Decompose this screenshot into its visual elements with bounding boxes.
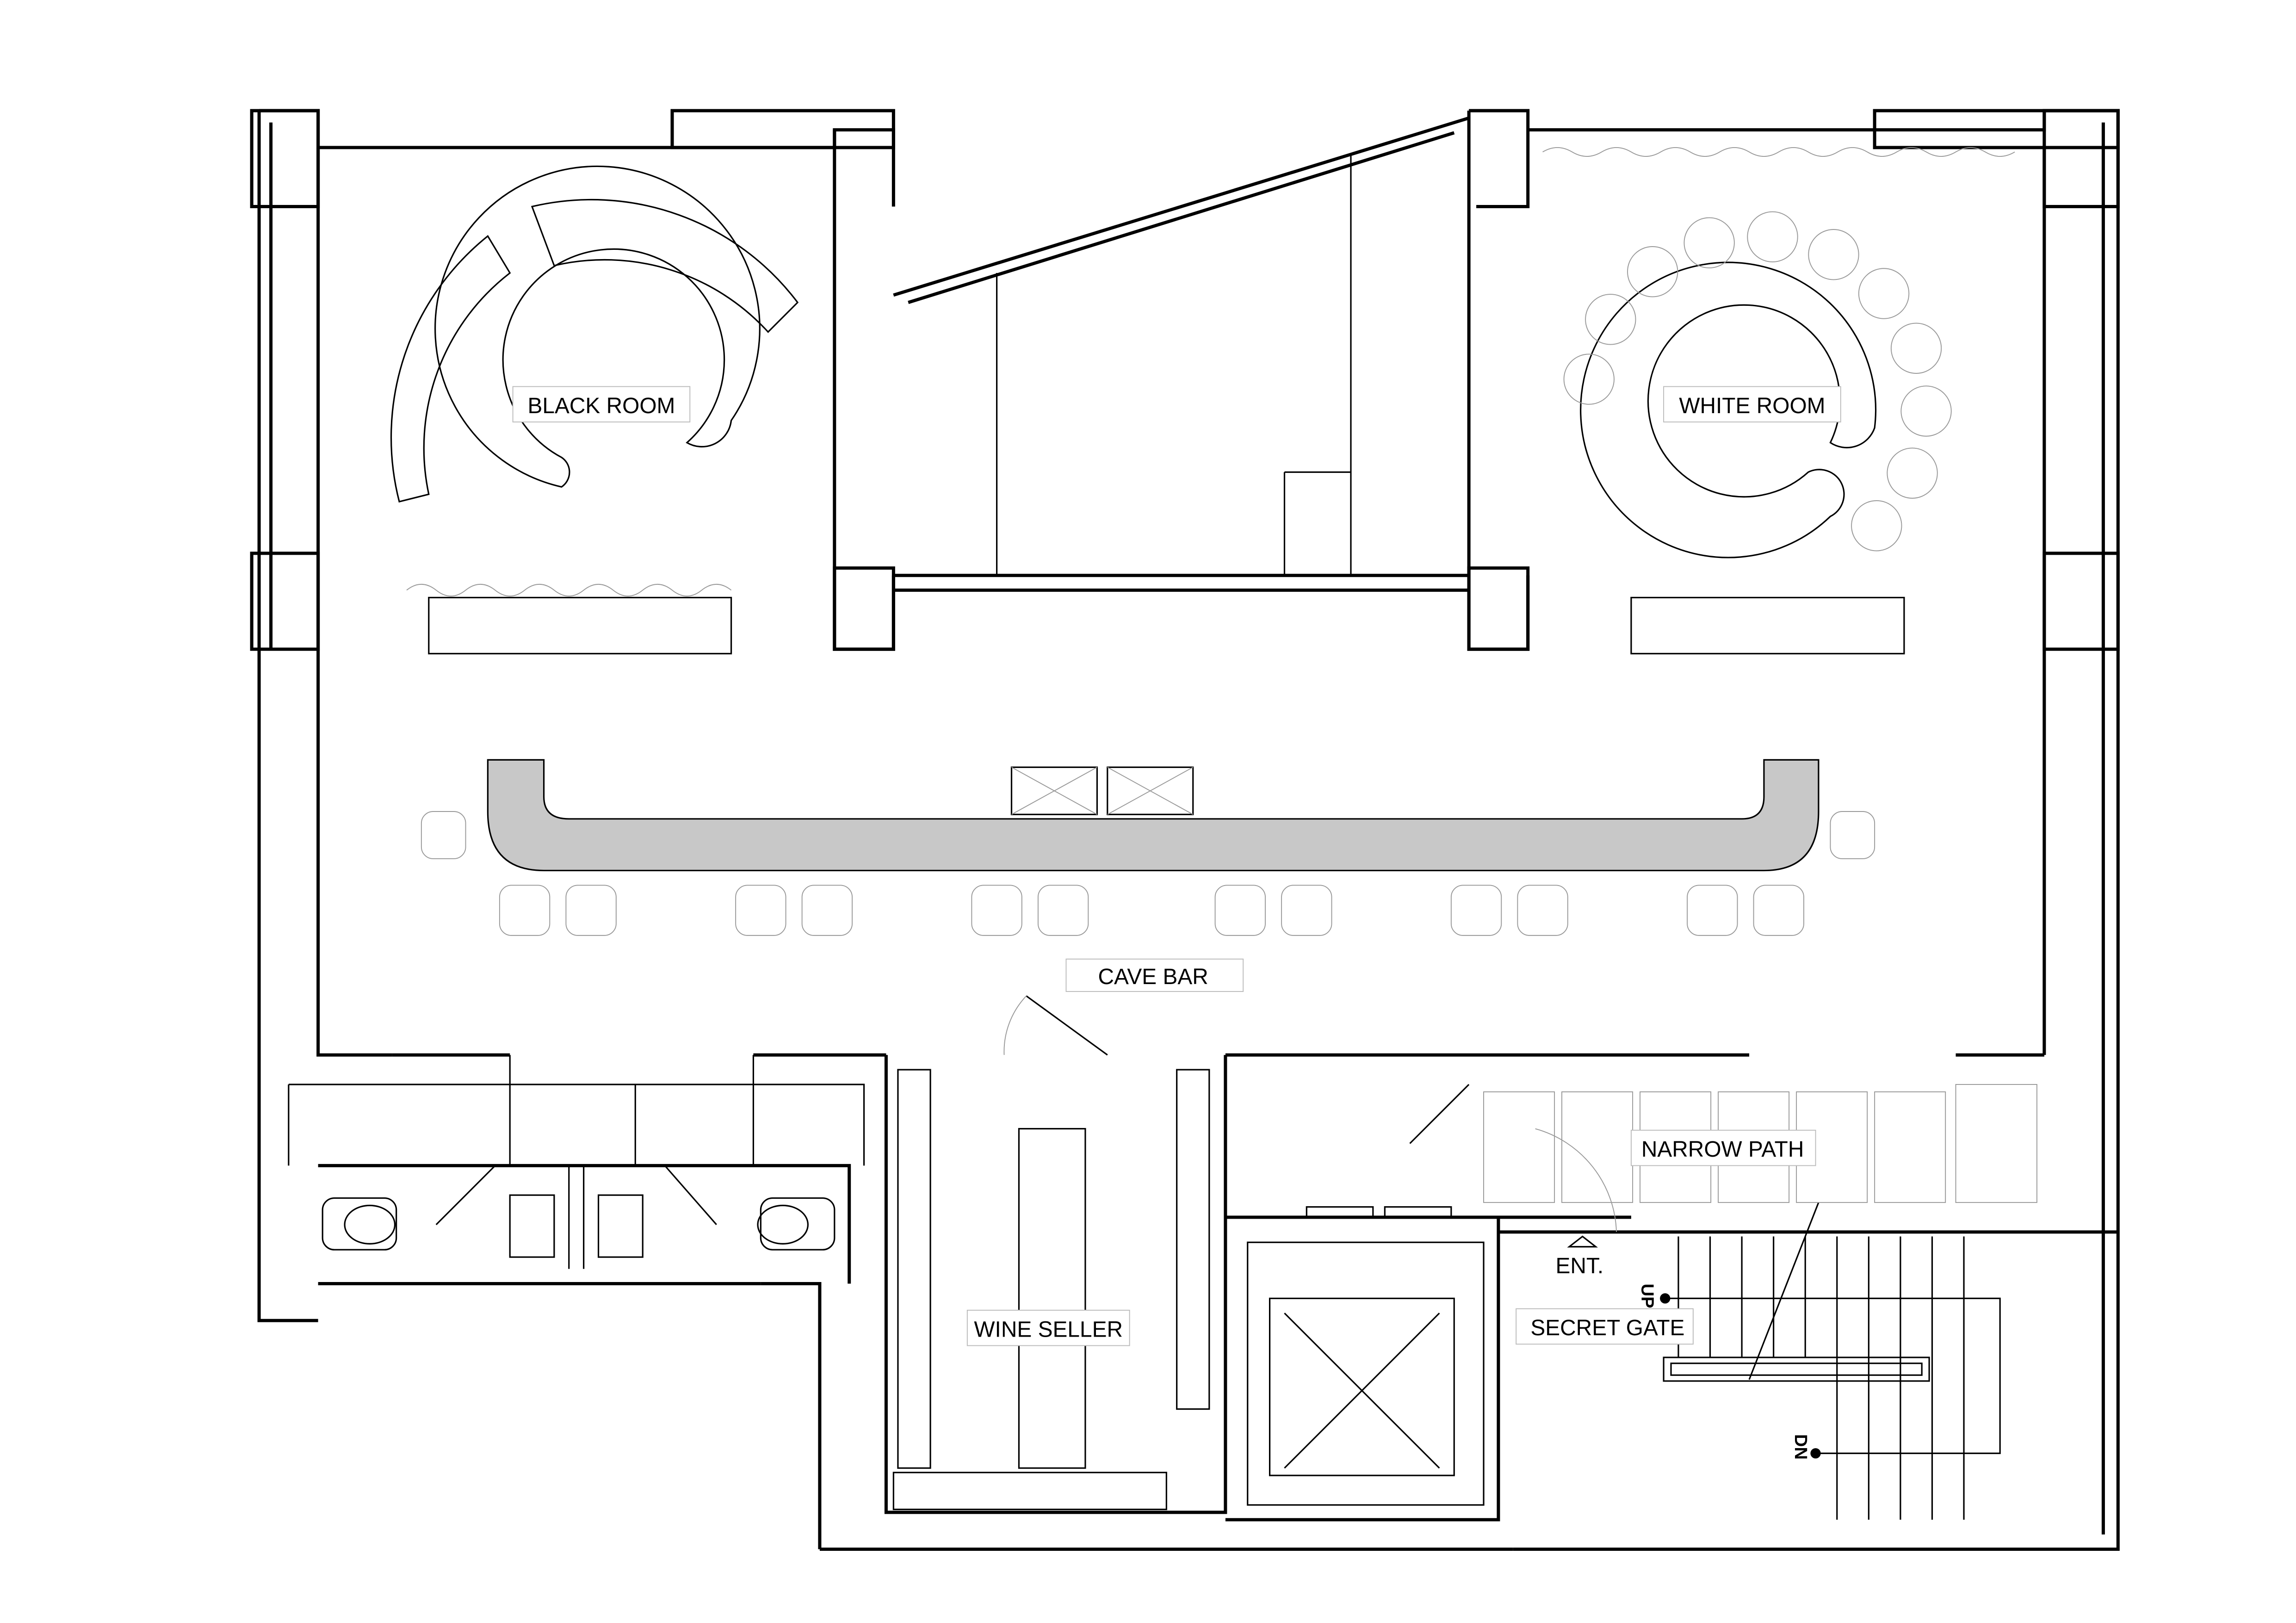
chair (1585, 294, 1636, 345)
chair (1683, 217, 1735, 268)
bar-stool (735, 885, 786, 936)
chair (1887, 447, 1938, 499)
floor-tile (1483, 1091, 1555, 1203)
chair (1808, 229, 1859, 280)
chair (1858, 268, 1910, 319)
label-stair-up: UP (1637, 1284, 1657, 1308)
bar-stool (499, 885, 551, 936)
bar-counter (421, 759, 1875, 936)
bar-stool (971, 885, 1022, 936)
label-black-room: BLACK ROOM (527, 394, 675, 418)
chair (1747, 211, 1798, 263)
bar-stool (1753, 885, 1805, 936)
label-narrow-path: NARROW PATH (1641, 1137, 1804, 1162)
planter (1955, 1084, 2037, 1203)
chair (1851, 500, 1902, 551)
chair (1890, 322, 1942, 374)
bar-stool (1281, 885, 1332, 936)
bar-stool (1687, 885, 1738, 936)
floor-tile (1874, 1091, 1946, 1203)
chair (1900, 385, 1952, 437)
black-room-furniture (390, 165, 799, 655)
toilets (322, 1194, 835, 1258)
chair (1627, 246, 1678, 297)
label-secret-gate: SECRET GATE (1530, 1316, 1684, 1340)
label-stair-down: DN (1791, 1434, 1811, 1460)
white-room-furniture (1542, 147, 2015, 655)
label-white-room: WHITE ROOM (1679, 394, 1825, 418)
exterior-walls (250, 109, 2120, 1551)
bar-stool (1830, 811, 1875, 860)
bar-stool (1214, 885, 1266, 936)
doors (435, 995, 1617, 1232)
bar-stool (1450, 885, 1502, 936)
interior-partitions (288, 155, 2118, 1522)
bar-stool (1517, 885, 1568, 936)
label-cave-bar: CAVE BAR (1098, 965, 1208, 989)
bar-stool (801, 885, 853, 936)
label-wine-seller: WINE SELLER (974, 1317, 1123, 1342)
chair (1563, 353, 1615, 405)
room-labels: BLACK ROOM WHITE ROOM CAVE BAR NARROW PA… (512, 386, 1841, 1460)
staircase (1567, 1202, 2001, 1520)
wine-racks (892, 1069, 1210, 1511)
label-entrance: ENT. (1555, 1254, 1603, 1278)
bar-stool (1037, 885, 1089, 936)
bar-stool (421, 811, 466, 860)
bar-stool (565, 885, 617, 936)
